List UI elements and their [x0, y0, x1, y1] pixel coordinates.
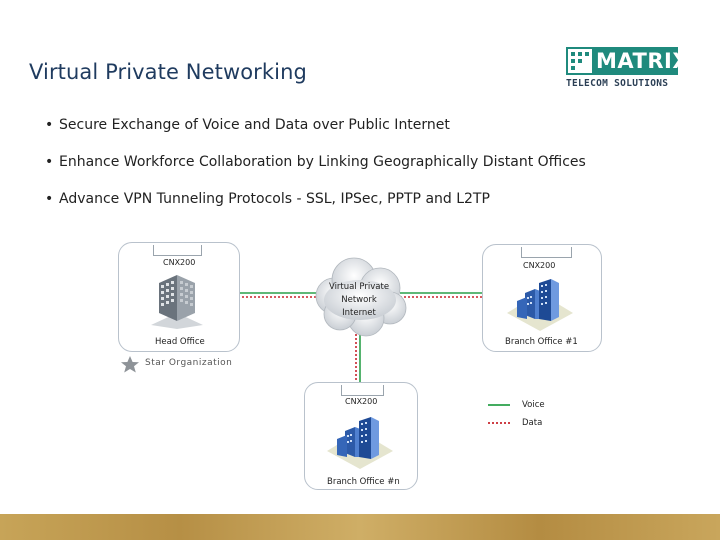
cloud-label: Virtual Private Network Internet [318, 281, 400, 320]
legend-voice-label: Voice [522, 400, 545, 410]
logo-word: MATRIX [596, 49, 690, 73]
logo-mark-icon [568, 49, 592, 73]
cloud-label-line: Internet [342, 308, 376, 318]
head-office-building-icon [151, 275, 203, 329]
head-office-card: CNX200 Head Office [118, 242, 240, 352]
bullet-dot-icon: • [45, 191, 54, 207]
cloud-label-line: Network [341, 295, 377, 305]
device-body [341, 395, 384, 396]
device-antenna [571, 247, 572, 257]
bullet-dot-icon: • [45, 117, 54, 133]
bullet-item: • Advance VPN Tunneling Protocols - SSL, … [45, 188, 586, 225]
matrix-logo: MATRIX TELECOM SOLUTIONS [566, 47, 689, 91]
slide-title: Virtual Private Networking [29, 60, 307, 84]
star-organization-label: Star Organization [145, 358, 233, 368]
logo-subtitle: TELECOM SOLUTIONS [566, 78, 669, 89]
device-antenna [201, 245, 202, 255]
bullet-text: Advance VPN Tunneling Protocols - SSL, I… [59, 191, 490, 207]
device-antenna [521, 247, 522, 257]
logo-box: MATRIX [566, 47, 689, 75]
star-icon [121, 356, 139, 373]
branch-1-device-label: CNX200 [523, 261, 556, 270]
branch-office-1-card: CNX200 Branch Office #1 [482, 244, 602, 352]
branch-1-label: Branch Office #1 [505, 337, 578, 347]
bullet-text: Secure Exchange of Voice and Data over P… [59, 117, 450, 133]
cloud-label-line: Virtual Private [328, 282, 390, 292]
footer-band [0, 514, 720, 540]
bullet-text: Enhance Workforce Collaboration by Linki… [59, 154, 586, 170]
branch-office-n-card: CNX200 Branch Office #n [304, 382, 418, 490]
branch-1-building-icon [507, 279, 573, 331]
branch-n-device-label: CNX200 [345, 397, 378, 406]
device-antenna [341, 385, 342, 395]
device-body [521, 257, 572, 258]
device-body [153, 255, 202, 256]
device-antenna [383, 385, 384, 395]
bullet-dot-icon: • [45, 154, 54, 170]
bullet-item: • Secure Exchange of Voice and Data over … [45, 114, 586, 151]
head-office-label: Head Office [155, 337, 205, 347]
internet-cloud-icon [315, 257, 407, 337]
device-antenna [153, 245, 154, 255]
branch-n-building-icon [327, 417, 393, 469]
legend-data-label: Data [522, 418, 543, 428]
head-office-device-label: CNX200 [163, 258, 196, 267]
bullet-list: • Secure Exchange of Voice and Data over … [45, 114, 586, 225]
branch-n-label: Branch Office #n [327, 477, 400, 487]
bullet-item: • Enhance Workforce Collaboration by Link… [45, 151, 586, 188]
